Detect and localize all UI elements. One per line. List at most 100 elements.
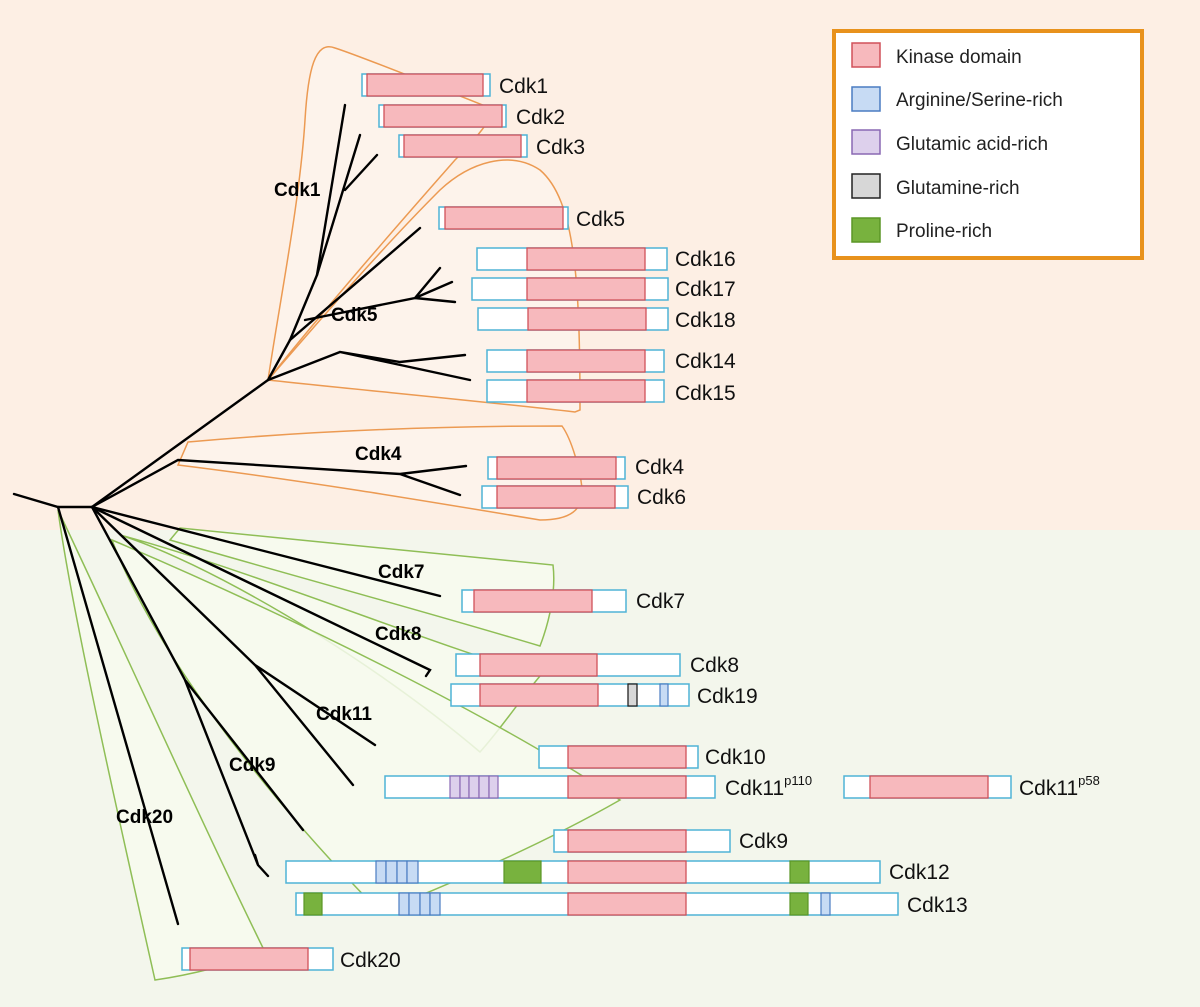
protein-label: Cdk12	[889, 861, 950, 884]
cdk20-branch	[56, 505, 180, 926]
protein-label: Cdk11p58	[1019, 773, 1100, 800]
protein-row: Cdk1	[361, 73, 548, 98]
legend-item-glutamine: Glutamine-rich	[851, 173, 1020, 199]
kinase-domain	[567, 829, 687, 853]
cdk11-branch	[90, 505, 377, 787]
cdk5-branch	[288, 226, 422, 342]
kinase-domain	[479, 653, 598, 677]
protein-isoform: p58	[1078, 773, 1100, 788]
protein-label: Cdk11p110	[725, 773, 812, 800]
kinase-domain	[403, 134, 522, 158]
legend-swatch-kinase	[851, 42, 881, 68]
upper-trunk	[90, 378, 270, 509]
protein-name: Cdk11	[1019, 777, 1078, 800]
cdk1-cdk5-split	[266, 338, 292, 382]
phylogenetic-tree	[12, 103, 472, 926]
legend-box	[832, 29, 1144, 260]
protein-row: Cdk14	[486, 349, 736, 373]
glutamine-rich-region	[627, 683, 638, 707]
kinase-domain	[567, 775, 687, 799]
kinase-domain	[527, 307, 647, 331]
proline-rich-region	[789, 892, 809, 916]
kinase-domain	[496, 485, 616, 509]
legend-label: Glutamine-rich	[896, 178, 1020, 199]
cdk16-18-branch	[303, 266, 457, 322]
protein-row: Cdk18	[477, 307, 736, 332]
kinase-domain	[526, 247, 646, 271]
protein-row: Cdk4	[487, 456, 684, 480]
protein-label: Cdk20	[340, 949, 401, 972]
arginine-serine-rich-region	[398, 892, 441, 916]
cdk14-15-branch	[266, 350, 472, 382]
protein-row: Cdk7	[461, 589, 685, 613]
group-label-cdk4: Cdk4	[355, 444, 402, 465]
arginine-serine-rich-region	[375, 860, 419, 884]
protein-label: Cdk14	[675, 350, 736, 373]
protein-row: Cdk3	[398, 134, 585, 159]
cdk1-clade-envelope	[266, 46, 493, 383]
kinase-domain	[496, 456, 617, 480]
protein-label: Cdk19	[697, 685, 758, 708]
legend-item-kinase: Kinase domain	[851, 42, 1022, 68]
group-label-cdk20: Cdk20	[116, 807, 173, 828]
protein-row: Cdk20	[181, 947, 401, 972]
protein-row: Cdk15	[486, 379, 736, 405]
arginine-serine-rich-region	[820, 892, 831, 916]
protein-row: Cdk16	[476, 247, 736, 271]
protein-architectures: Cdk1 Cdk2 Cdk3 Cdk5 Cdk16	[181, 73, 1100, 972]
protein-row: Cdk6	[481, 485, 686, 509]
legend-swatch-arginine-serine	[851, 86, 881, 112]
protein-row: Cdk9	[553, 829, 788, 853]
kinase-domain	[526, 349, 646, 373]
cdk2-cdk3-branch	[315, 133, 379, 277]
kinase-domain	[473, 589, 593, 613]
legend-label: Kinase domain	[896, 47, 1022, 68]
arginine-serine-rich-region	[659, 683, 669, 707]
legend-item-proline: Proline-rich	[851, 217, 992, 243]
protein-label: Cdk16	[675, 248, 736, 271]
kinase-domain	[567, 860, 687, 884]
kinase-domain	[189, 947, 309, 971]
cdk8-branch	[90, 505, 432, 678]
cdk4-branch	[90, 458, 468, 509]
protein-row: Cdk11p110	[384, 773, 812, 800]
group-label-cdk5: Cdk5	[331, 305, 378, 326]
legend-label: Glutamic acid-rich	[896, 134, 1048, 155]
protein-label: Cdk7	[636, 590, 685, 613]
lower-clade-envelopes	[57, 509, 622, 981]
kinase-domain	[479, 683, 599, 707]
protein-name: Cdk11	[725, 777, 784, 800]
glutamic-acid-rich-region	[449, 775, 499, 799]
kinase-domain	[383, 104, 503, 128]
proline-rich-region	[303, 892, 323, 916]
legend-swatch-glutamine	[851, 173, 881, 199]
protein-label: Cdk3	[536, 136, 585, 159]
group-label-cdk8: Cdk8	[375, 624, 421, 645]
kinase-domain	[526, 379, 646, 403]
protein-row: Cdk19	[450, 683, 758, 708]
group-label-cdk1: Cdk1	[274, 180, 321, 201]
proline-rich-region	[789, 860, 810, 884]
legend-swatch-glutamic-acid	[851, 129, 881, 155]
protein-row: Cdk12	[285, 860, 950, 884]
protein-label: Cdk13	[907, 894, 968, 917]
protein-label: Cdk9	[739, 830, 788, 853]
protein-label: Cdk17	[675, 278, 736, 301]
group-label-cdk9: Cdk9	[229, 755, 275, 776]
legend: Kinase domain Arginine/Serine-rich Gluta…	[832, 29, 1144, 260]
protein-label: Cdk4	[635, 456, 684, 479]
protein-row: Cdk10	[538, 745, 766, 769]
proline-rich-region	[503, 860, 542, 884]
protein-row: Cdk2	[378, 104, 565, 129]
legend-item-glutamic-acid: Glutamic acid-rich	[851, 129, 1048, 155]
legend-label: Arginine/Serine-rich	[896, 90, 1063, 111]
protein-label: Cdk1	[499, 75, 548, 98]
protein-row: Cdk11p58	[843, 773, 1100, 800]
kinase-domain	[526, 277, 646, 301]
kinase-domain	[444, 206, 564, 230]
kinase-domain	[869, 775, 989, 799]
legend-item-arginine-serine: Arginine/Serine-rich	[851, 86, 1063, 112]
cdk7-branch	[90, 505, 442, 598]
